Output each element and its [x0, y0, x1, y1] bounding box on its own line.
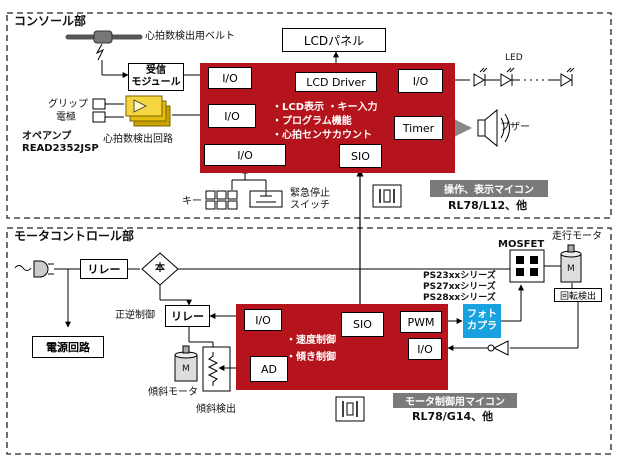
- tilt-relay-box: リレー: [165, 305, 210, 327]
- tilt-motor-symbol: M: [182, 364, 190, 374]
- crystal-oscillator-console: [372, 184, 402, 208]
- motor-mcu-part: RL78/G14、他: [412, 410, 494, 423]
- electrode-label: 電極: [56, 112, 76, 123]
- opamp-part: READ2352JSP: [22, 143, 99, 154]
- hr-circuit-label: 心拍数検出回路: [103, 134, 173, 145]
- mosfet-icon: [509, 249, 545, 283]
- run-motor-label: 走行モータ: [552, 231, 602, 242]
- motor-section-title: モータコントロール部: [14, 229, 135, 243]
- motor-feature-2: ・傾き制御: [286, 352, 336, 363]
- estop-label-2: スイッチ: [290, 200, 330, 211]
- console-io-right: I/O: [398, 69, 443, 93]
- console-io-top: I/O: [208, 67, 252, 89]
- motor-mcu-role-badge: モータ制御用マイコン: [393, 393, 517, 408]
- motor-section-frame: [6, 227, 612, 455]
- led-diode-icons: [473, 67, 575, 87]
- console-io-bottom: I/O: [204, 144, 286, 166]
- photocoupler-line1: フォト: [467, 309, 497, 320]
- grip-label: グリップ: [48, 99, 88, 110]
- receiver-module-line1: 受信: [146, 65, 166, 76]
- power-circuit-box: 電源回路: [32, 336, 104, 358]
- tilt-motor-icon: [174, 345, 198, 382]
- main-relay-box: リレー: [80, 259, 128, 279]
- lcd-driver-box: LCD Driver: [295, 72, 377, 92]
- mosfet-label: MOSFET: [498, 239, 545, 250]
- tilt-motor-label: 傾斜モータ: [148, 387, 198, 398]
- photocoupler-box: フォト カプラ: [463, 304, 501, 338]
- emergency-stop-switch-icon: [249, 190, 283, 208]
- led-label: LED: [505, 53, 523, 63]
- motor-feature-1: ・速度制御: [286, 335, 336, 346]
- running-motor-icon: [560, 244, 582, 283]
- pwm-box: PWM: [400, 311, 442, 333]
- tilt-detect-label: 傾斜検出: [196, 404, 236, 415]
- lcd-panel-box: LCDパネル: [282, 28, 386, 52]
- motor-sio-box: SIO: [341, 312, 384, 337]
- console-feature-3: ・心拍センサカウント: [272, 130, 372, 141]
- opamp-title: オペアンプ: [22, 131, 72, 142]
- run-motor-symbol: M: [567, 264, 575, 274]
- ac-plug-icon: [14, 260, 54, 278]
- buzzer-label: ブザー: [500, 122, 530, 133]
- buzzer-icon: [477, 108, 510, 148]
- console-mcu-role-badge: 操作、表示マイコン: [430, 180, 548, 197]
- potentiometer-icon: [202, 346, 232, 392]
- console-feature-2: ・プログラム機能: [272, 116, 352, 127]
- console-section-title: コンソール部: [14, 14, 87, 28]
- console-feature-1: ・LCD表示 ・キー入力: [272, 102, 378, 113]
- key-matrix-icon: [205, 190, 238, 210]
- estop-label-1: 緊急停止: [290, 188, 330, 199]
- ps-series-3: PS28xxシリーズ: [423, 293, 496, 303]
- belt-label: 心拍数検出用ベルト: [145, 31, 235, 42]
- receiver-module-line2: モジュール: [131, 77, 181, 88]
- ps-series-1: PS23xxシリーズ: [423, 271, 496, 281]
- bridge-label: 本: [155, 263, 165, 274]
- timer-box: Timer: [394, 116, 443, 140]
- motor-io-left: I/O: [244, 309, 282, 331]
- console-section-frame: [6, 12, 612, 219]
- key-label: キー: [182, 196, 202, 207]
- opamp-board-icon: [125, 95, 171, 127]
- photocoupler-line2: カプラ: [467, 321, 497, 332]
- buffer-triangle-icon: [492, 340, 509, 356]
- fwd-rev-label: 正逆制御: [115, 310, 155, 321]
- belt-icon: [65, 30, 143, 44]
- rotation-detect-box: 回転検出: [554, 288, 602, 302]
- console-sio-box: SIO: [339, 144, 382, 168]
- antenna-icon: [95, 43, 129, 78]
- console-mcu-part: RL78/L12、他: [448, 199, 528, 212]
- ad-box: AD: [250, 356, 288, 382]
- motor-io-right: I/O: [408, 338, 442, 360]
- console-io-mid: I/O: [208, 104, 256, 128]
- electrode-connector: [92, 111, 106, 123]
- crystal-oscillator-motor: [335, 396, 365, 422]
- grip-connector: [92, 98, 106, 110]
- ps-series-2: PS27xxシリーズ: [423, 282, 496, 292]
- receiver-module-box: 受信 モジュール: [128, 63, 184, 91]
